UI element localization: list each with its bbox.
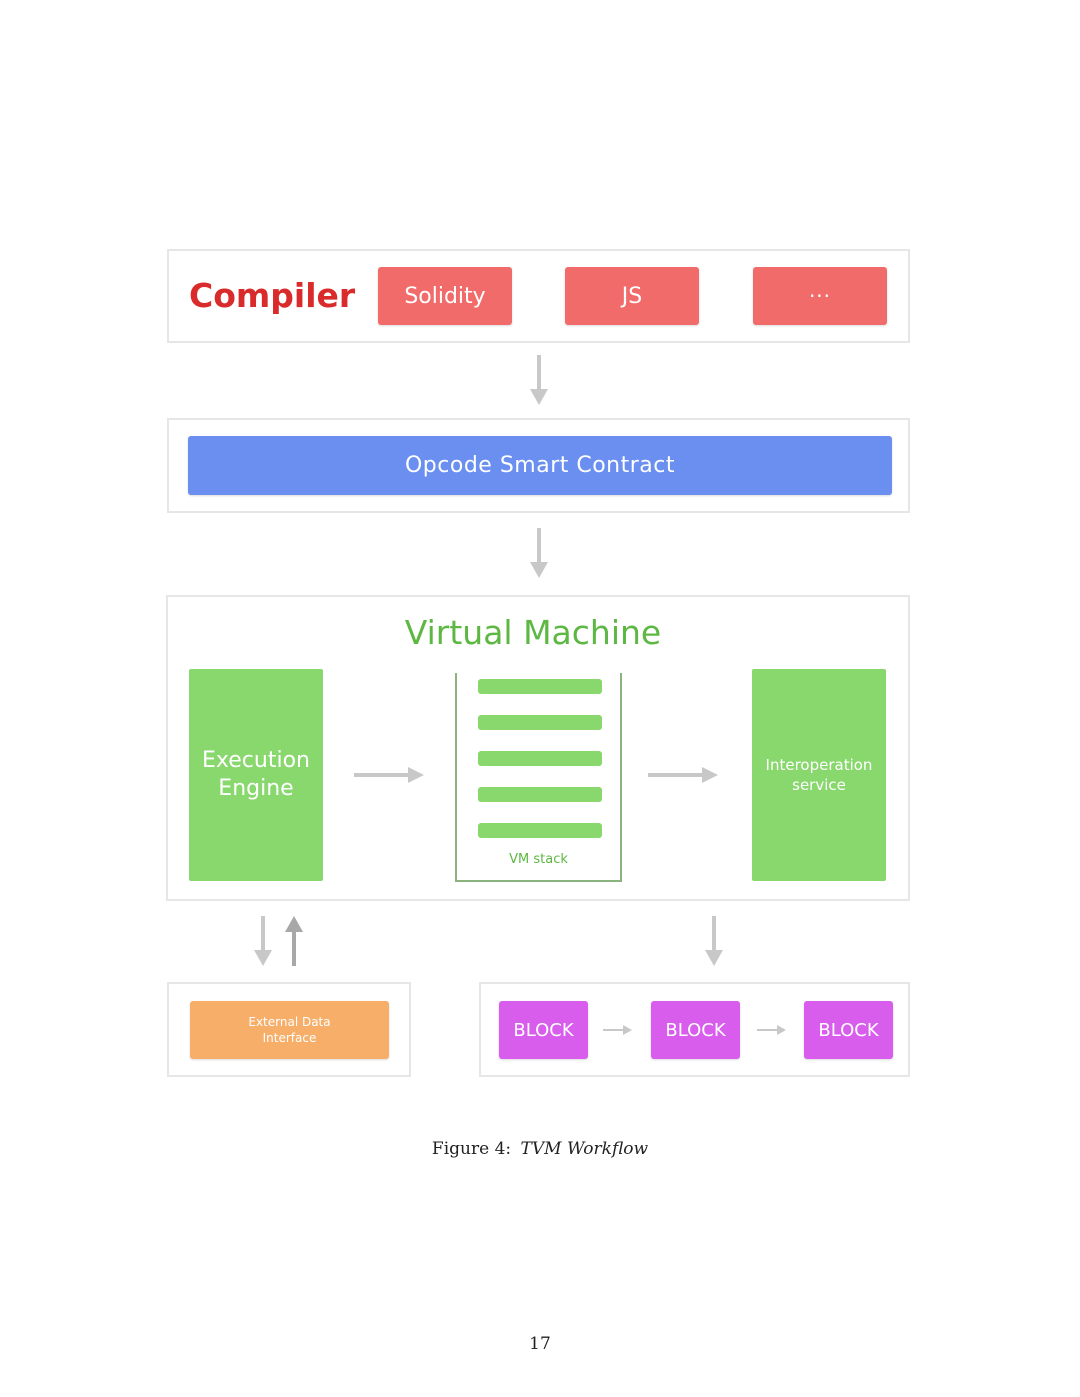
vm-stack-label: VM stack (509, 852, 568, 867)
execution-engine-box: Execution Engine (189, 669, 323, 881)
figure-caption: Figure 4: TVM Workflow (0, 1139, 1080, 1159)
interoperation-service-box: Interoperation service (752, 669, 886, 881)
compiler-js-box: JS (565, 267, 699, 325)
opcode-panel: Opcode Smart Contract (167, 418, 910, 513)
arrow-down-icon (530, 355, 548, 405)
caption-title: TVM Workflow (520, 1139, 649, 1159)
arrow-right-icon (603, 1025, 632, 1035)
arrow-down-icon (530, 528, 548, 578)
compiler-solidity-box: Solidity (378, 267, 512, 325)
compiler-title: Compiler (189, 276, 356, 315)
arrow-right-icon (354, 767, 424, 783)
stack-item (478, 823, 602, 838)
execution-engine-label: Execution Engine (202, 748, 310, 801)
compiler-panel: Compiler Solidity JS ··· (167, 249, 910, 343)
vm-title: Virtual Machine (404, 613, 662, 652)
page-number: 17 (529, 1334, 551, 1354)
arrow-right-icon (648, 767, 718, 783)
arrow-down-icon (705, 916, 723, 966)
external-data-interface-label: External Data Interface (248, 1015, 331, 1045)
interoperation-service-label: Interoperation service (765, 756, 873, 794)
stack-item (478, 679, 602, 694)
blockchain-panel: BLOCK BLOCK BLOCK (479, 982, 910, 1077)
arrow-down-icon (254, 916, 272, 966)
block-box: BLOCK (651, 1001, 740, 1059)
stack-item (478, 787, 602, 802)
caption-prefix: Figure 4: (431, 1139, 512, 1159)
external-data-panel: External Data Interface (167, 982, 411, 1077)
block-box: BLOCK (499, 1001, 588, 1059)
opcode-smart-contract-box: Opcode Smart Contract (188, 436, 892, 495)
compiler-more-box: ··· (753, 267, 887, 325)
block-box: BLOCK (804, 1001, 893, 1059)
arrow-up-icon (285, 916, 303, 966)
arrow-right-icon (757, 1025, 786, 1035)
stack-item (478, 751, 602, 766)
vm-stack: VM stack (455, 673, 622, 882)
virtual-machine-panel: Virtual Machine Execution Engine VM stac… (166, 595, 910, 901)
stack-item (478, 715, 602, 730)
external-data-interface-box: External Data Interface (190, 1001, 389, 1059)
